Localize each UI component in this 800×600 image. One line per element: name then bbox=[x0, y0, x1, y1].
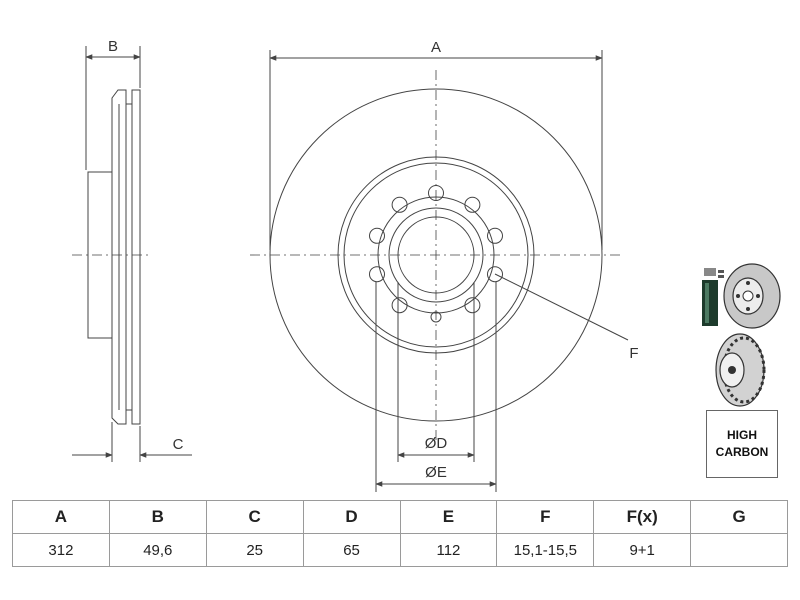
header-fx: F(x) bbox=[593, 500, 692, 534]
dimension-table: A B C D E F F(x) G 312 49,6 25 65 112 15… bbox=[12, 500, 788, 567]
header-b: B bbox=[108, 500, 207, 534]
high-carbon-line2: CARBON bbox=[715, 445, 769, 459]
header-a: A bbox=[12, 500, 110, 534]
brake-disc-icon bbox=[723, 263, 781, 329]
value-b: 49,6 bbox=[108, 533, 207, 567]
header-e: E bbox=[399, 500, 498, 534]
front-view bbox=[250, 50, 629, 492]
table-row: 312 49,6 25 65 112 15,1-15,5 9+1 bbox=[12, 533, 788, 567]
header-c: C bbox=[205, 500, 304, 534]
value-fx: 9+1 bbox=[593, 533, 692, 567]
header-g: G bbox=[690, 500, 788, 534]
dimension-label-a: A bbox=[431, 39, 441, 56]
brake-wear-sensor-icon bbox=[702, 268, 724, 326]
value-g bbox=[690, 533, 788, 567]
table-header-row: A B C D E F F(x) G bbox=[12, 500, 788, 534]
vented-disc-icon bbox=[715, 333, 766, 407]
value-e: 112 bbox=[399, 533, 498, 567]
high-carbon-badge: HIGH CARBON bbox=[706, 410, 778, 478]
value-a: 312 bbox=[12, 533, 110, 567]
value-d: 65 bbox=[302, 533, 401, 567]
value-f: 15,1-15,5 bbox=[496, 533, 595, 567]
dimension-label-e: ØE bbox=[425, 464, 447, 481]
dimension-label-f: F bbox=[629, 345, 638, 362]
dimension-label-b: B bbox=[108, 38, 118, 55]
value-c: 25 bbox=[205, 533, 304, 567]
header-f: F bbox=[496, 500, 595, 534]
dimension-label-c: C bbox=[173, 436, 184, 453]
header-d: D bbox=[302, 500, 401, 534]
side-view bbox=[72, 46, 192, 462]
dimension-label-d: ØD bbox=[425, 435, 448, 452]
high-carbon-line1: HIGH bbox=[727, 428, 757, 442]
